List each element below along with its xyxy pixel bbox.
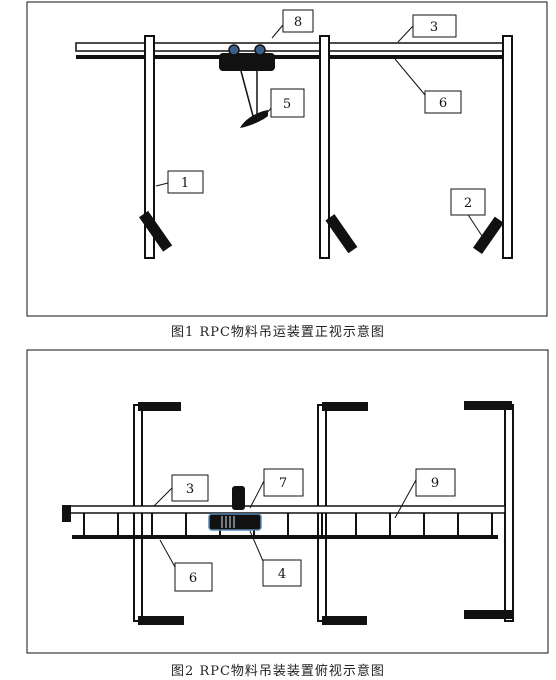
trolley-wheel-left bbox=[228, 44, 240, 56]
column-left bbox=[144, 35, 155, 259]
top-rail bbox=[67, 505, 506, 514]
trolley-slots bbox=[221, 516, 235, 528]
figure2-caption: 图2 RPC物料吊装装置俯视示意图 bbox=[171, 664, 385, 679]
trolley-wheel-right bbox=[254, 44, 266, 56]
frame-right-column bbox=[504, 404, 514, 622]
lower-beam bbox=[76, 55, 504, 59]
motor bbox=[232, 486, 245, 510]
arm-right-top bbox=[464, 401, 512, 410]
trolley-body bbox=[219, 53, 275, 71]
rail-end-cap bbox=[62, 505, 71, 522]
figure1-front-view: 8 3 5 6 1 2 bbox=[26, 1, 548, 317]
callout-3: 3 bbox=[430, 20, 438, 35]
top-rail bbox=[75, 42, 513, 52]
figure2-top-view: 3 7 9 6 4 bbox=[26, 349, 549, 654]
figure2-border bbox=[26, 349, 549, 654]
hook bbox=[240, 110, 268, 128]
callout-2: 2 bbox=[464, 196, 472, 211]
column-right bbox=[502, 35, 513, 259]
callout-7: 7 bbox=[279, 476, 287, 491]
arm-middle-bottom bbox=[322, 616, 367, 625]
callout-6: 6 bbox=[439, 96, 447, 111]
figure1-border bbox=[26, 1, 548, 317]
trolley bbox=[208, 513, 262, 531]
callout-6: 6 bbox=[189, 571, 197, 586]
foot-left bbox=[139, 210, 173, 252]
rope-left bbox=[240, 70, 254, 117]
callout-9: 9 bbox=[431, 476, 439, 491]
rung-track bbox=[83, 513, 493, 535]
arm-right-bottom bbox=[464, 610, 512, 619]
column-middle bbox=[319, 35, 330, 259]
callout-1: 1 bbox=[181, 176, 189, 191]
arm-left-bottom bbox=[138, 616, 184, 625]
figure1-caption: 图1 RPC物料吊运装置正视示意图 bbox=[171, 325, 385, 340]
callout-8: 8 bbox=[294, 15, 302, 30]
callout-4: 4 bbox=[278, 567, 286, 582]
callout-5: 5 bbox=[283, 97, 291, 112]
callout-3: 3 bbox=[186, 482, 194, 497]
arm-left-top bbox=[138, 402, 181, 411]
foot-middle bbox=[325, 214, 358, 254]
foot-right bbox=[473, 216, 504, 255]
arm-middle-top bbox=[322, 402, 368, 411]
lower-beam bbox=[72, 535, 498, 539]
